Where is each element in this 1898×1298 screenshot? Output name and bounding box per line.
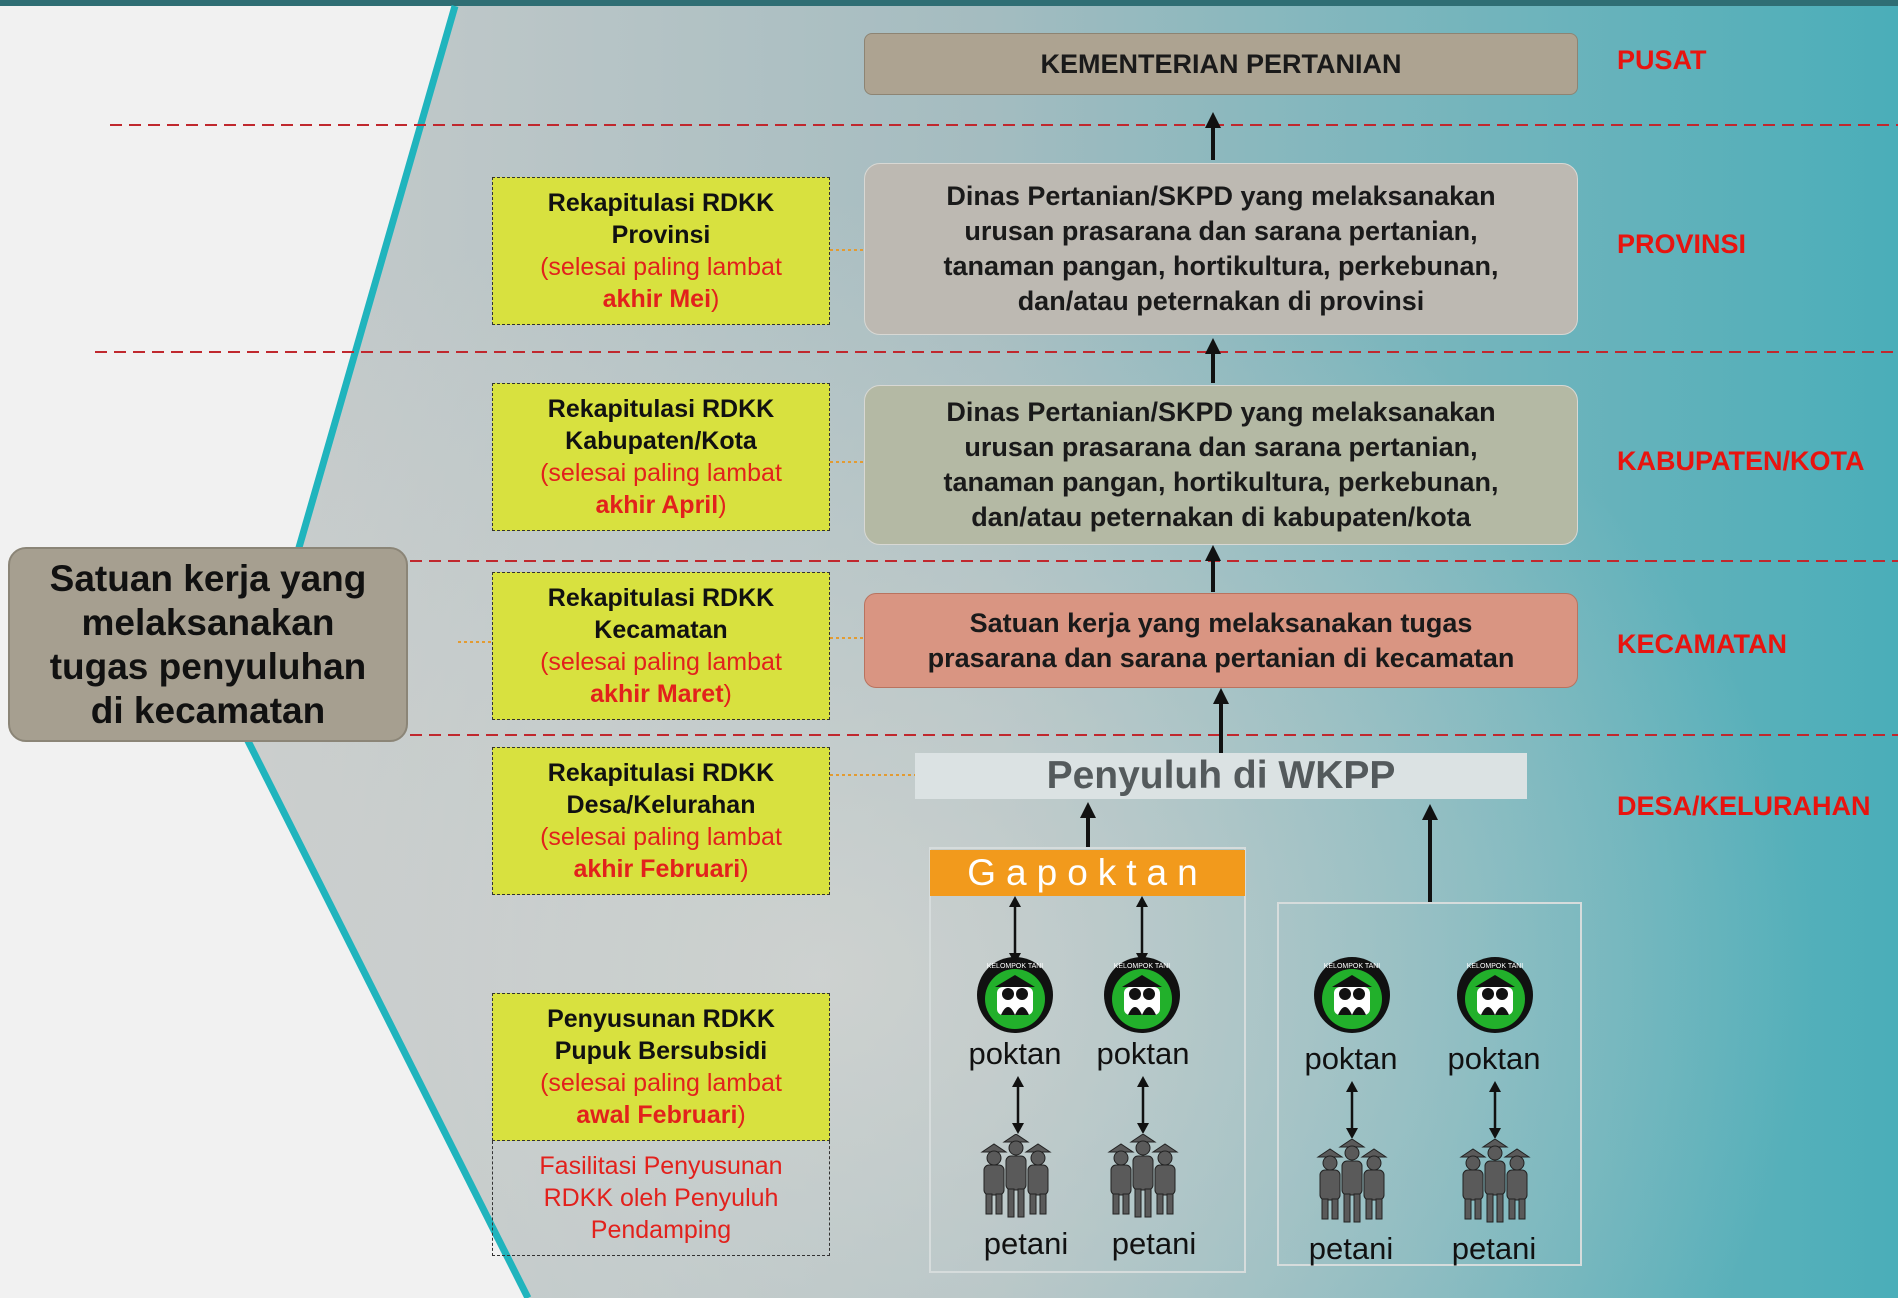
farmers-group-icon (1459, 1139, 1531, 1223)
satker-kecamatan-line: Satuan kerja yang melaksanakan tugas (969, 607, 1473, 638)
farmers-group-icon (1316, 1139, 1388, 1223)
rdkk-kabupaten-box: Rekapitulasi RDKK Kabupaten/Kota (selesa… (492, 383, 830, 531)
rdkk-deadline: akhir Februari (573, 855, 741, 883)
penyuluh-wkpp-box: Penyuluh di WKPP (915, 753, 1527, 799)
satker-kecamatan-line: prasarana dan sarana pertanian di kecama… (927, 642, 1515, 673)
rdkk-close: ) (737, 1101, 746, 1129)
dinas-provinsi-line: Dinas Pertanian/SKPD yang melaksanakan (946, 181, 1496, 211)
dinas-kabupaten-box: Dinas Pertanian/SKPD yang melaksanakan u… (864, 385, 1578, 545)
rdkk-title: Rekapitulasi RDKK (547, 759, 775, 787)
dinas-provinsi-line: tanaman pangan, hortikultura, perkebunan… (943, 251, 1499, 281)
rdkk-deadline: akhir April (595, 491, 719, 519)
level-pusat: PUSAT (1617, 45, 1707, 75)
dinas-kabupaten-line: dan/atau peternakan di kabupaten/kota (971, 502, 1471, 532)
rdkk-desa-box: Rekapitulasi RDKK Desa/Kelurahan (selesa… (492, 747, 830, 895)
dinas-provinsi-line: urusan prasarana dan sarana pertanian, (964, 216, 1478, 246)
rdkk-note: (selesai paling lambat (540, 253, 782, 281)
penyuluh-wkpp-text: Penyuluh di WKPP (1046, 754, 1396, 797)
rdkk-deadline: akhir Maret (590, 680, 724, 708)
petani-label: petani (1111, 1226, 1197, 1261)
satuan-kerja-penyuluhan-box: Satuan kerja yang melaksanakan tugas pen… (8, 547, 408, 742)
left-box-line: melaksanakan (81, 601, 335, 643)
poktan-group (1277, 902, 1582, 1266)
left-box-line: tugas penyuluhan (49, 645, 367, 687)
fasilitasi-box: Fasilitasi Penyusunan RDKK oleh Penyuluh… (492, 1141, 830, 1256)
rdkk-title: Rekapitulasi RDKK (547, 189, 775, 217)
rdkk-kecamatan-box: Rekapitulasi RDKK Kecamatan (selesai pal… (492, 572, 830, 720)
fasilitasi-line: RDKK oleh Penyuluh (543, 1184, 779, 1212)
dinas-kabupaten-line: tanaman pangan, hortikultura, perkebunan… (943, 467, 1499, 497)
poktan-label: poktan (1304, 1041, 1398, 1076)
rdkk-deadline-line: akhir Februari) (493, 853, 829, 885)
rdkk-title: Rekapitulasi RDKK (547, 584, 775, 612)
fasilitasi-line: Fasilitasi Penyusunan (539, 1152, 783, 1180)
petani-label: petani (1308, 1231, 1394, 1266)
poktan-label: poktan (1096, 1036, 1190, 1071)
rdkk-close: ) (711, 285, 720, 313)
top-bar (0, 0, 1898, 6)
rdkk-deadline: akhir Mei (602, 285, 712, 313)
left-box-line: di kecamatan (90, 689, 326, 731)
farmers-group-icon (980, 1134, 1052, 1218)
rdkk-provinsi-box: Rekapitulasi RDKK Provinsi (selesai pali… (492, 177, 830, 325)
poktan-label: poktan (1447, 1041, 1541, 1076)
rdkk-note: (selesai paling lambat (540, 648, 782, 676)
teal-divider-lower (241, 733, 532, 1298)
rdkk-close: ) (723, 680, 732, 708)
farmers-group-icon (1107, 1134, 1179, 1218)
dinas-provinsi-line: dan/atau peternakan di provinsi (1017, 286, 1425, 316)
level-kecamatan: KECAMATAN (1617, 629, 1787, 659)
logo-text: KELOMPOK TANI (1467, 963, 1524, 970)
logo-text: KELOMPOK TANI (1324, 963, 1381, 970)
level-kabupaten: KABUPATEN/KOTA (1617, 446, 1865, 476)
rdkk-title: Kecamatan (594, 616, 728, 644)
rdkk-close: ) (718, 491, 727, 519)
satker-kecamatan-box: Satuan kerja yang melaksanakan tugas pra… (864, 593, 1578, 688)
gapoktan-bar: Gapoktan (930, 850, 1245, 896)
kementerian-box: KEMENTERIAN PERTANIAN (864, 33, 1578, 95)
poktan-label: poktan (968, 1036, 1062, 1071)
kelompok-tani-logo-icon: KELOMPOK TANI (1457, 957, 1533, 1033)
rdkk-penyusunan-box: Penyusunan RDKK Pupuk Bersubsidi (selesa… (492, 993, 830, 1141)
logo-text: KELOMPOK TANI (1114, 963, 1171, 970)
rdkk-title: Penyusunan RDKK (547, 1005, 775, 1033)
rdkk-title: Pupuk Bersubsidi (554, 1037, 768, 1065)
rdkk-note: (selesai paling lambat (540, 823, 782, 851)
kelompok-tani-logo-icon: KELOMPOK TANI (1104, 957, 1180, 1033)
left-box-line: Satuan kerja yang (49, 557, 367, 599)
kelompok-tani-logo-icon: KELOMPOK TANI (977, 957, 1053, 1033)
rdkk-deadline-line: akhir Mei) (493, 283, 829, 315)
rdkk-deadline-line: awal Februari) (493, 1099, 829, 1131)
rdkk-note: (selesai paling lambat (540, 459, 782, 487)
logo-text: KELOMPOK TANI (987, 963, 1044, 970)
rdkk-title: Rekapitulasi RDKK (547, 395, 775, 423)
level-desa: DESA/KELURAHAN (1617, 791, 1871, 821)
dinas-kabupaten-line: Dinas Pertanian/SKPD yang melaksanakan (946, 397, 1496, 427)
kementerian-text: KEMENTERIAN PERTANIAN (1040, 48, 1402, 79)
dinas-provinsi-box: Dinas Pertanian/SKPD yang melaksanakan u… (864, 163, 1578, 335)
level-provinsi: PROVINSI (1617, 229, 1747, 259)
petani-label: petani (1451, 1231, 1537, 1266)
rdkk-deadline-line: akhir Maret) (493, 678, 829, 710)
rdkk-title: Desa/Kelurahan (566, 791, 756, 819)
petani-label: petani (983, 1226, 1069, 1261)
rdkk-note: (selesai paling lambat (540, 1069, 782, 1097)
rdkk-title: Provinsi (611, 221, 711, 249)
kelompok-tani-logo-icon: KELOMPOK TANI (1314, 957, 1390, 1033)
rdkk-title: Kabupaten/Kota (565, 427, 757, 455)
rdkk-deadline: awal Februari (576, 1101, 738, 1129)
gapoktan-group (929, 847, 1246, 1273)
rdkk-deadline-line: akhir April) (493, 489, 829, 521)
gapoktan-text: Gapoktan (967, 852, 1208, 893)
rdkk-close: ) (740, 855, 749, 883)
dinas-kabupaten-line: urusan prasarana dan sarana pertanian, (964, 432, 1478, 462)
fasilitasi-line: Pendamping (590, 1216, 732, 1244)
